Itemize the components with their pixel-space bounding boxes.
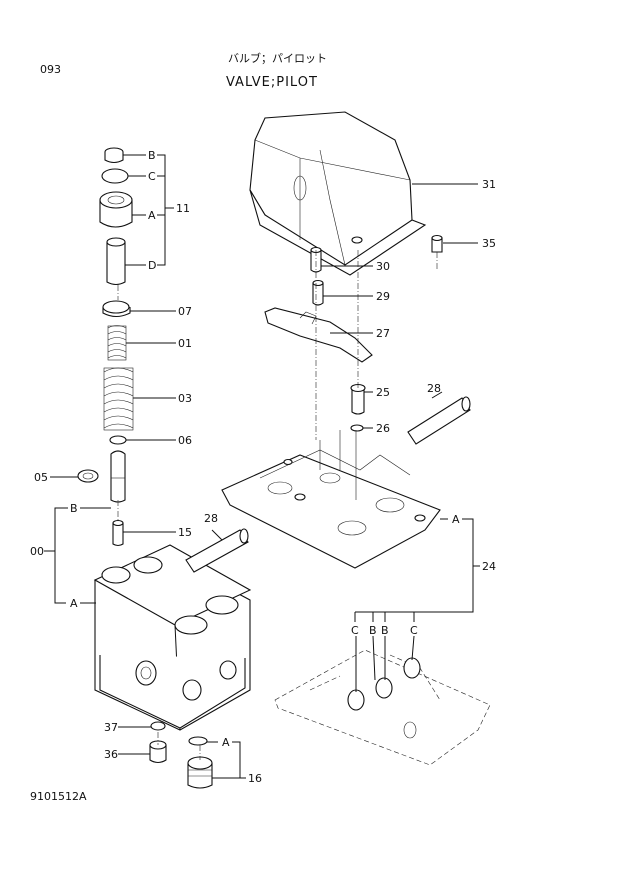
part-a-seal xyxy=(99,191,133,228)
part-01-spring xyxy=(107,325,127,361)
part-24-plate xyxy=(221,430,441,569)
title-english: VALVE;PILOT xyxy=(226,75,318,90)
callout-05: 05 xyxy=(34,471,48,484)
leaders-right xyxy=(117,183,480,760)
callout-28-left: 28 xyxy=(204,512,218,525)
callout-26: 26 xyxy=(376,422,390,435)
part-a-oring xyxy=(188,736,208,746)
part-37-oring xyxy=(150,721,166,731)
callout-25: 25 xyxy=(376,386,390,399)
part-31-cover xyxy=(249,111,427,276)
part-29-pin xyxy=(312,279,324,306)
part-36-plug xyxy=(149,740,167,764)
callout-06: 06 xyxy=(178,434,192,447)
leaders-left xyxy=(44,154,246,779)
part-b-cap xyxy=(104,147,124,164)
callout-A-seal: A xyxy=(148,209,156,222)
callout-31: 31 xyxy=(482,178,496,191)
callout-37: 37 xyxy=(104,721,118,734)
part-15-pin xyxy=(112,519,124,547)
callout-00-B: B xyxy=(70,502,78,515)
callout-D-sleeve: D xyxy=(148,259,156,272)
callout-01: 01 xyxy=(178,337,192,350)
callout-24: 24 xyxy=(482,560,496,573)
callout-27: 27 xyxy=(376,327,390,340)
callout-00: 00 xyxy=(30,545,44,558)
part-d-sleeve xyxy=(106,237,126,286)
callout-35: 35 xyxy=(482,237,496,250)
callout-28-right: 28 xyxy=(427,382,441,395)
callout-16: 16 xyxy=(248,772,262,785)
part-03-spring xyxy=(103,367,134,431)
callout-C-right: C xyxy=(410,624,418,637)
callout-16-A: A xyxy=(222,736,230,749)
part-05-plug xyxy=(77,469,99,483)
part-25-bolt xyxy=(350,383,366,415)
callout-03: 03 xyxy=(178,392,192,405)
phantom-plate xyxy=(274,649,491,766)
callout-29: 29 xyxy=(376,290,390,303)
callout-11: 11 xyxy=(176,202,190,215)
callout-B-left: B xyxy=(369,624,377,637)
callout-24-A: A xyxy=(452,513,460,526)
part-c-oring xyxy=(101,168,129,184)
part-35-bolt xyxy=(431,234,443,253)
valve-body xyxy=(93,544,252,731)
part-07-washer xyxy=(102,300,131,318)
part-16-plug xyxy=(187,756,213,789)
callout-C-left: C xyxy=(351,624,359,637)
callout-B-cap: B xyxy=(148,149,156,162)
callout-00-A: A xyxy=(70,597,78,610)
part-06-washer xyxy=(109,435,127,445)
part-27-plate xyxy=(264,307,373,363)
callout-C-oring: C xyxy=(148,170,156,183)
callout-15: 15 xyxy=(178,526,192,539)
callout-07: 07 xyxy=(178,305,192,318)
callout-B-right: B xyxy=(381,624,389,637)
page-number: 093 xyxy=(40,63,61,76)
part-26-washer xyxy=(350,424,364,432)
part-28-pin-right xyxy=(407,396,471,445)
callout-30: 30 xyxy=(376,260,390,273)
callout-36: 36 xyxy=(104,748,118,761)
reference-number: 9101512A xyxy=(30,790,87,803)
part-b-pusher xyxy=(110,450,126,503)
title-japanese: バルブ；パイロット xyxy=(228,51,327,65)
